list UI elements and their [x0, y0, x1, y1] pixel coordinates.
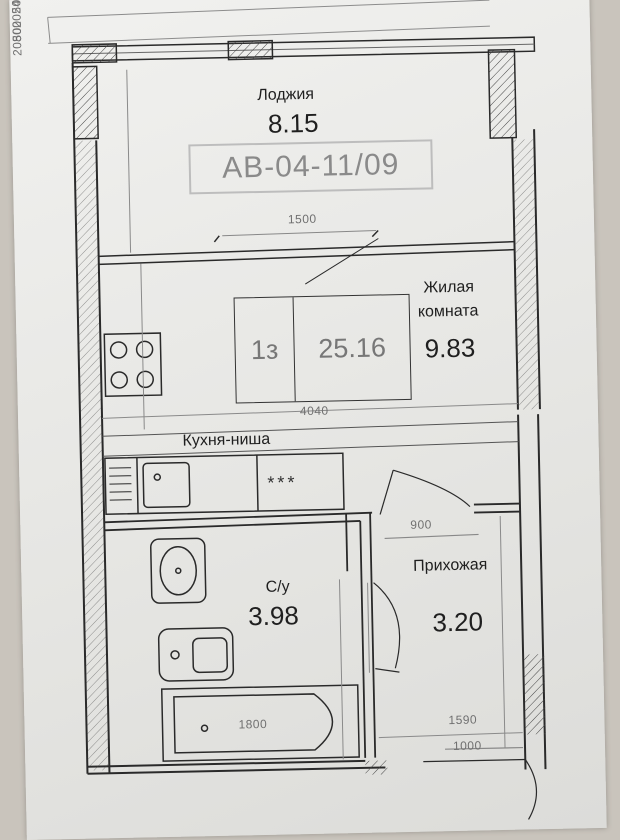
- living-room-area: 9.83: [424, 332, 475, 364]
- bathroom-label: С/у: [265, 578, 289, 596]
- loggia-frame: [72, 37, 534, 61]
- entry-door: [423, 747, 537, 821]
- kitchen-counter: [105, 453, 344, 514]
- bathroom-area: 3.98: [248, 600, 299, 632]
- loggia-area: 8.15: [268, 108, 319, 140]
- floor-plan-sheet: Лоджия 8.15 АВ-04-11/09 2000 1500 Жилая …: [9, 0, 606, 840]
- living-room-label-line1: Жилая: [423, 278, 474, 297]
- apartment-stamp: 1з 25.16: [234, 294, 412, 404]
- stove: [104, 333, 161, 396]
- kitchen-marker: ***: [267, 472, 297, 494]
- bath-door: [374, 582, 401, 673]
- dim-hall-width: 1590: [448, 713, 477, 728]
- dim-hall-door: 900: [410, 517, 432, 531]
- hall-label: Прихожая: [413, 556, 488, 576]
- dim-room-width: 4040: [300, 404, 329, 419]
- hall-area: 3.20: [432, 606, 483, 638]
- plan-code: АВ-04-11/09: [188, 139, 433, 194]
- living-room-label-line2: комната: [418, 302, 479, 321]
- wall-hatching: [75, 131, 546, 780]
- toilet: [158, 628, 233, 682]
- dim-bathtub-length: 1800: [238, 717, 267, 732]
- room-kitchen-partition: [102, 422, 518, 457]
- sheet-border: [47, 0, 490, 43]
- stamp-total-area: 25.16: [294, 295, 411, 401]
- dim-hall-height: 2050: [0, 0, 24, 56]
- washbasin: [151, 538, 206, 603]
- dim-window-width: 1500: [288, 212, 317, 227]
- dim-entry-door: 1000: [453, 738, 482, 753]
- stamp-rooms: 1з: [235, 297, 296, 402]
- loggia-label: Лоджия: [257, 86, 314, 105]
- kitchen-label: Кухня-ниша: [182, 431, 270, 451]
